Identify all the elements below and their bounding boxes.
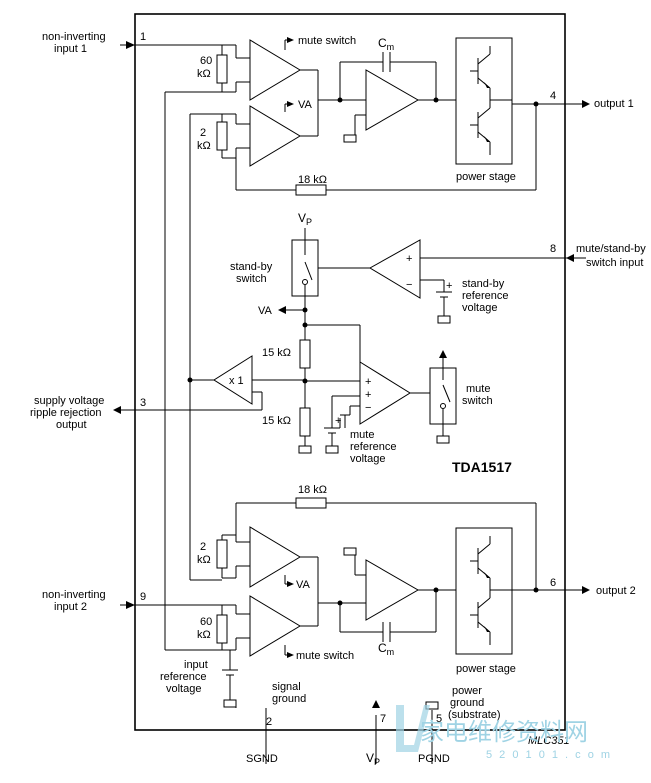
mute-ref-label-2: reference [350,441,396,453]
pin-9: 9 [140,591,146,603]
standby-label-2: switch [236,273,267,285]
chip-outline [134,13,566,731]
r2-unit-1: kΩ [197,140,211,152]
power-ground-label: power [452,685,482,697]
x1-label: x 1 [229,375,244,387]
output-2-label: output 2 [596,585,636,597]
mc-plus-1: + [365,376,371,388]
r2-label-2: 2 [200,541,206,553]
watermark-logo-icon [396,705,430,752]
pin-5: 5 [436,713,442,725]
mute-input-label: mute/stand-by [576,243,646,255]
pin-4: 4 [550,90,556,102]
vp-top-label: VP [298,211,312,227]
mute-comparator [359,361,411,425]
in-ref-label-2: reference [160,671,206,683]
r60-label-2: 60 [200,616,212,628]
power-driver-amp-1 [365,69,420,131]
svr-label: supply voltage [34,395,104,407]
power-stage-1-label: power stage [456,171,516,183]
chip-name: TDA1517 [452,459,512,475]
input-1-label-2: input 1 [54,43,87,55]
input-2-label: non-inverting [42,589,106,601]
sb-ref-label-2: reference [462,290,508,302]
signal-ground-label: signal [272,681,301,693]
va-label-2: VA [258,305,273,317]
resistor-15k-lower [299,407,311,437]
resistor-18k-ch2 [295,497,327,509]
pin-8: 8 [550,243,556,255]
svr-label-3: output [56,419,87,431]
cm-label-1: Cm [378,36,394,52]
r15-label-1: 15 kΩ [262,347,291,359]
sb-ref-label-3: voltage [462,302,497,314]
pin-2: 2 [266,716,272,728]
sb-cell-plus: + [446,280,452,292]
input-1-arrow [126,41,135,49]
r2-unit-2: kΩ [197,554,211,566]
mc-plus-2: + [365,389,371,401]
preamp-b2 [249,526,301,588]
resistor-60k-ch2 [216,614,228,644]
resistor-2k-ch2 [216,539,228,569]
vp-label: VP [366,751,380,767]
power-stage-2 [455,527,513,655]
sb-plus: + [406,253,412,265]
mute-switch-label-1: mute switch [298,35,356,47]
r60-label-1: 60 [200,55,212,67]
r2-label-1: 2 [200,127,206,139]
power-ground-label-2: ground [450,697,484,709]
standby-label: stand-by [230,261,273,273]
watermark-text: 家电维修资料网 [420,718,588,746]
r60-unit-2: kΩ [197,629,211,641]
watermark-url: 5 2 0 1 0 1 . c o m [486,749,612,761]
standby-comparator [369,239,421,299]
resistor-60k-ch1 [216,54,228,84]
mute-switch-label-2: switch [462,395,493,407]
preamp-b1 [249,595,301,657]
resistor-2k-ch1 [216,121,228,151]
pin-3: 3 [140,397,146,409]
power-stage-1 [455,37,513,165]
cm-label-2: Cm [378,641,394,657]
mute-switch-label-2: mute switch [296,650,354,662]
svr-label-2: ripple rejection [30,407,102,419]
power-stage-2-label: power stage [456,663,516,675]
sb-ref-label: stand-by [462,278,505,290]
pin-7: 7 [380,713,386,725]
output-1-label: output 1 [594,98,634,110]
mute-switch-label: mute [466,383,490,395]
r60-unit-1: kΩ [197,68,211,80]
r15-label-2: 15 kΩ [262,415,291,427]
in-ref-label-3: voltage [166,683,201,695]
pgnd-label: PGND [418,753,450,765]
sb-minus: − [406,279,412,291]
figure-code: MLC351 [528,735,570,747]
mc-minus: − [365,402,371,414]
r18-label-2: 18 kΩ [298,484,327,496]
mute-input-label-2: switch input [586,257,643,269]
sgnd-label: SGND [246,753,278,765]
pin-1: 1 [140,31,146,43]
pin-6: 6 [550,577,556,589]
input-1-label: non-inverting [42,31,106,43]
resistor-18k-ch1 [295,184,327,196]
mute-ref-label: mute [350,429,374,441]
input-2-label-2: input 2 [54,601,87,613]
power-ground-label-3: (substrate) [448,709,501,721]
resistor-15k-upper [299,339,311,369]
power-driver-amp-2 [365,559,420,621]
va-label-1: VA [298,99,313,111]
mute-ref-label-3: voltage [350,453,385,465]
signal-ground-label-2: ground [272,693,306,705]
preamp-a1 [249,39,301,101]
in-ref-label: input [184,659,208,671]
preamp-a2 [249,105,301,167]
va-label-3: VA [296,579,311,591]
r18-label-1: 18 kΩ [298,174,327,186]
mr-cell-plus: + [335,415,341,427]
